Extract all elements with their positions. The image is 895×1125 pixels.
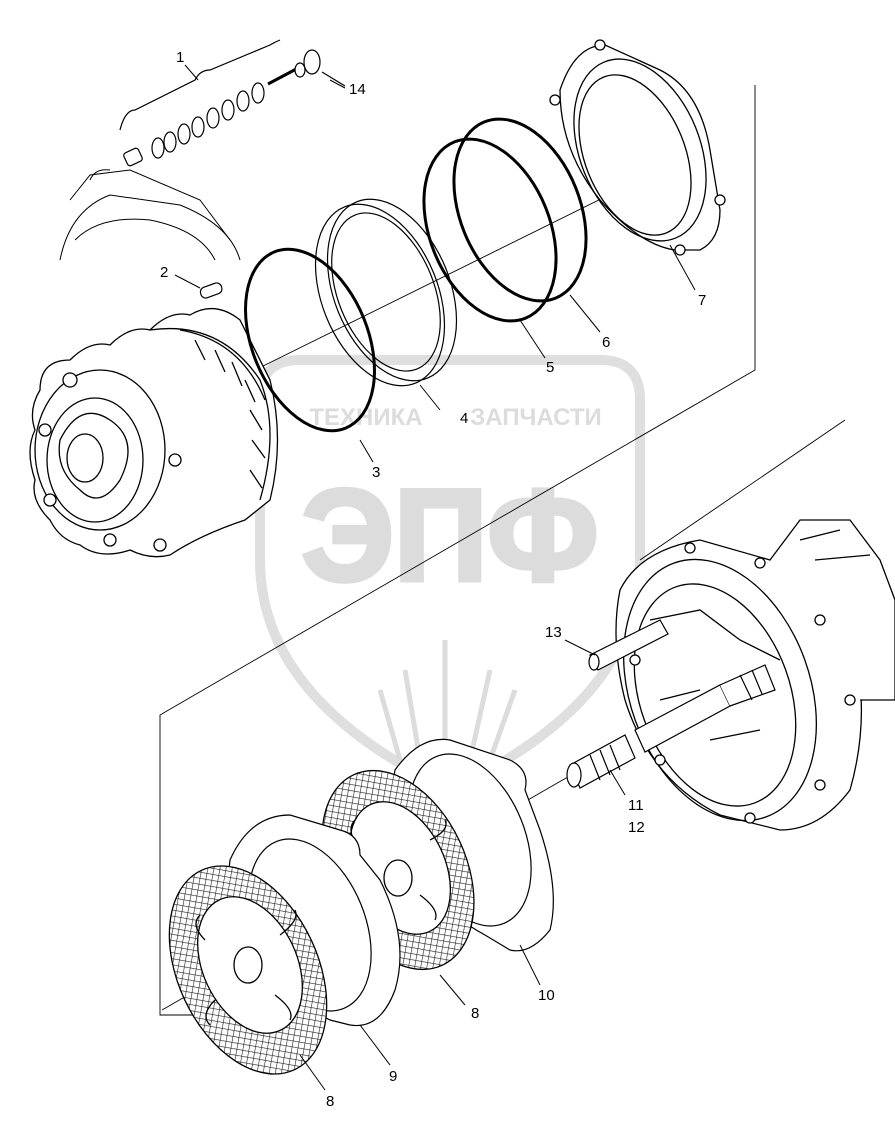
seal-ring-part-5 <box>422 137 558 323</box>
callout-6: 6 <box>602 334 610 351</box>
callout-10: 10 <box>538 987 555 1004</box>
callout-12: 12 <box>628 819 645 836</box>
callout-5: 5 <box>546 359 554 376</box>
screw-part-14 <box>294 49 346 87</box>
cover-part-7 <box>549 39 726 256</box>
callout-7: 7 <box>698 292 706 309</box>
friction-disc-part-8-front <box>168 865 328 1075</box>
spring-stack-part-1 <box>119 39 301 167</box>
callout-3: 3 <box>372 464 380 481</box>
pin-part-2 <box>199 282 223 299</box>
shaft-part-13 <box>588 619 669 671</box>
callout-14: 14 <box>349 81 366 98</box>
watermark: ТЕХНИКА ЗАПЧАСТИ ЭПФ <box>255 355 645 796</box>
seal-ring-part-6 <box>452 117 588 303</box>
watermark-line2: ЗАПЧАСТИ <box>470 404 602 431</box>
splined-shaft-part-12 <box>634 664 776 753</box>
hub-assembly <box>29 308 279 558</box>
watermark-logo: ЭПФ <box>302 462 599 608</box>
callout-2: 2 <box>160 264 168 281</box>
callout-11: 11 <box>628 797 644 814</box>
callout-4: 4 <box>460 410 468 427</box>
callout-labels: 1 2 3 4 5 6 7 8 8 9 10 11 12 13 14 <box>160 49 706 1110</box>
callout-8-front: 8 <box>326 1093 334 1110</box>
callout-9: 9 <box>389 1068 397 1085</box>
piston-part-4 <box>314 198 458 387</box>
callout-8-back: 8 <box>471 1005 479 1022</box>
housing-outline-upper <box>59 169 241 261</box>
o-ring-part-3 <box>244 247 376 433</box>
callout-13: 13 <box>545 624 562 641</box>
callout-1: 1 <box>176 49 184 66</box>
splined-shaft-part-11 <box>566 734 636 789</box>
leader-lines <box>174 64 696 1091</box>
